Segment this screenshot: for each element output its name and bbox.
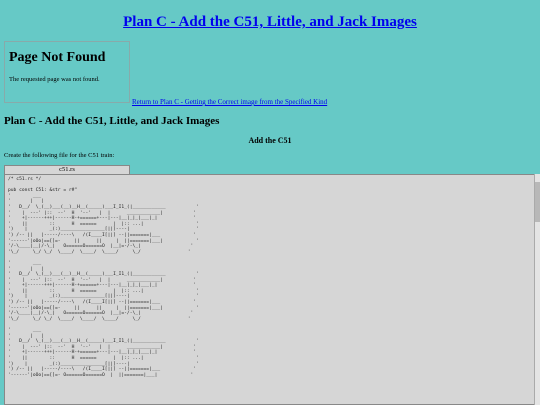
error-frame: Page Not Found The requested page was no… [4, 41, 130, 103]
return-link[interactable]: Return to Plan C - Getting the Correct i… [132, 98, 328, 106]
code-block: /* c51.rs */ pub const C51: &str = r#" '… [4, 174, 540, 405]
subsection-title: Add the C51 [248, 136, 292, 145]
error-heading: Page Not Found [9, 50, 106, 65]
error-message: The requested page was not found. [9, 76, 100, 83]
code-text: /* c51.rs */ pub const C51: &str = r#" '… [8, 177, 199, 378]
scroll-thumb[interactable] [535, 182, 540, 222]
page-title-link[interactable]: Plan C - Add the C51, Little, and Jack I… [123, 14, 417, 30]
code-scrollbar[interactable] [534, 174, 540, 405]
section-title: Plan C - Add the C51, Little, and Jack I… [4, 115, 220, 127]
file-tab[interactable]: c51.rs [4, 165, 130, 174]
instruction-text: Create the following file for the C51 tr… [4, 152, 115, 159]
